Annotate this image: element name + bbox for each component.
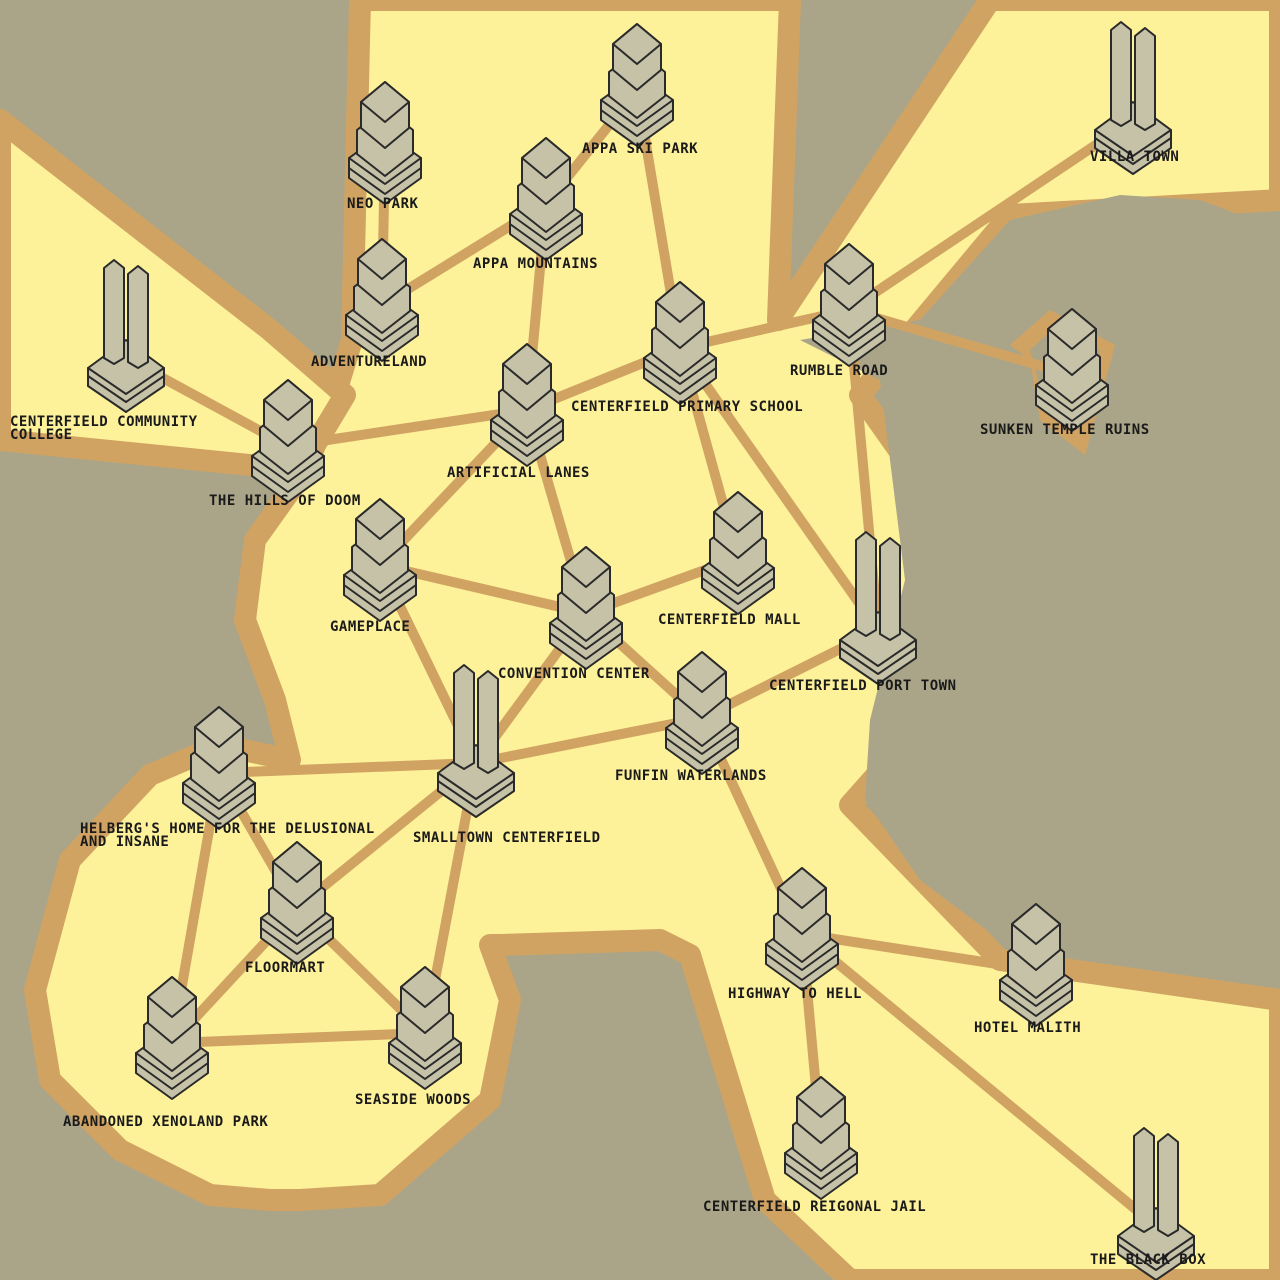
building-highway-to-hell[interactable] [765,867,839,991]
road-centerfield-primary-school-centerfield-port-town [675,343,883,635]
building-funfin-waterlands[interactable] [665,651,739,775]
building-gameplace[interactable] [343,498,417,622]
labels: NEO PARK APPA SKI PARK VILLA TOWN APPA MOUN… [10,141,1206,1268]
building-seaside-woods[interactable] [388,966,462,1090]
label-adventureland: ADVENTURELAND [311,354,427,370]
building-neo-park[interactable] [348,81,422,205]
road-highway-to-hell-hotel-malith [797,929,1041,975]
building-artificial-lanes[interactable] [490,343,564,467]
label-neo-park: NEO PARK [347,196,419,212]
buildings [87,21,1195,1280]
label-seaside-woods: SEASIDE WOODS [355,1092,471,1108]
label-villa-town: VILLA TOWN [1090,149,1179,165]
label-appa-mountains: APPA MOUNTAINS [473,256,598,272]
road-highway-to-hell-the-black-box [797,929,1161,1231]
building-the-black-box[interactable] [1117,1127,1195,1280]
building-rumble-road[interactable] [812,243,886,367]
building-abandoned-xenoland-park[interactable] [135,976,209,1100]
road-smalltown-centerfield-helbergs-home [214,758,481,778]
label-highway-to-hell: HIGHWAY TO HELL [728,986,862,1002]
label-smalltown-centerfield: SMALLTOWN CENTERFIELD [413,830,601,846]
building-floormart[interactable] [260,841,334,965]
building-helbergs-home[interactable] [182,706,256,830]
building-adventureland[interactable] [345,238,419,362]
building-sunken-temple-ruins[interactable] [1035,308,1109,432]
label-the-hills-of-doom: THE HILLS OF DOOM [209,493,361,509]
building-appa-ski-park[interactable] [600,23,674,147]
label-centerfield-mall: CENTERFIELD MALL [658,612,801,628]
label-sunken-temple-ruins: SUNKEN TEMPLE RUINS [980,422,1150,438]
label-floormart: FLOORMART [245,960,325,976]
label-artificial-lanes: ARTIFICIAL LANES [447,465,590,481]
road-abandoned-xenoland-park-seaside-woods [167,1028,430,1048]
lake [800,195,1280,980]
building-the-hills-of-doom[interactable] [251,379,325,503]
label-appa-ski-park: APPA SKI PARK [582,141,698,157]
label-rumble-road: RUMBLE ROAD [790,363,888,379]
building-centerfield-mall[interactable] [701,491,775,615]
road-rumble-road-sunken-temple-ruins [844,305,1077,380]
building-centerfield-community-college[interactable] [87,259,165,413]
building-centerfield-port-town[interactable] [839,531,917,685]
label-the-black-box: THE BLACK BOX [1090,1252,1206,1268]
label-centerfield-port-town: CENTERFIELD PORT TOWN [769,678,957,694]
building-appa-mountains[interactable] [509,137,583,261]
label-funfin-waterlands: FUNFIN WATERLANDS [615,768,767,784]
building-smalltown-centerfield[interactable] [437,664,515,818]
road-funfin-waterlands-smalltown-centerfield [471,713,707,768]
building-centerfield-primary-school[interactable] [643,281,717,405]
label-convention-center: CONVENTION CENTER [498,666,650,682]
road-rumble-road-villa-town [844,115,1138,315]
west-land [0,109,356,481]
label-hotel-malith: HOTEL MALITH [974,1020,1081,1036]
label-centerfield-primary-school: CENTERFIELD PRIMARY SCHOOL [571,399,803,415]
building-convention-center[interactable] [549,546,623,670]
label-centerfield-reigonal-jail: CENTERFIELD REIGONAL JAIL [703,1199,926,1215]
building-centerfield-reigonal-jail[interactable] [784,1076,858,1200]
label-abandoned-xenoland-park: ABANDONED XENOLAND PARK [63,1114,268,1130]
building-villa-town[interactable] [1094,21,1172,175]
road-the-hills-of-doom-artificial-lanes [283,405,532,451]
building-hotel-malith[interactable] [999,903,1073,1027]
label-gameplace: GAMEPLACE [330,619,410,635]
